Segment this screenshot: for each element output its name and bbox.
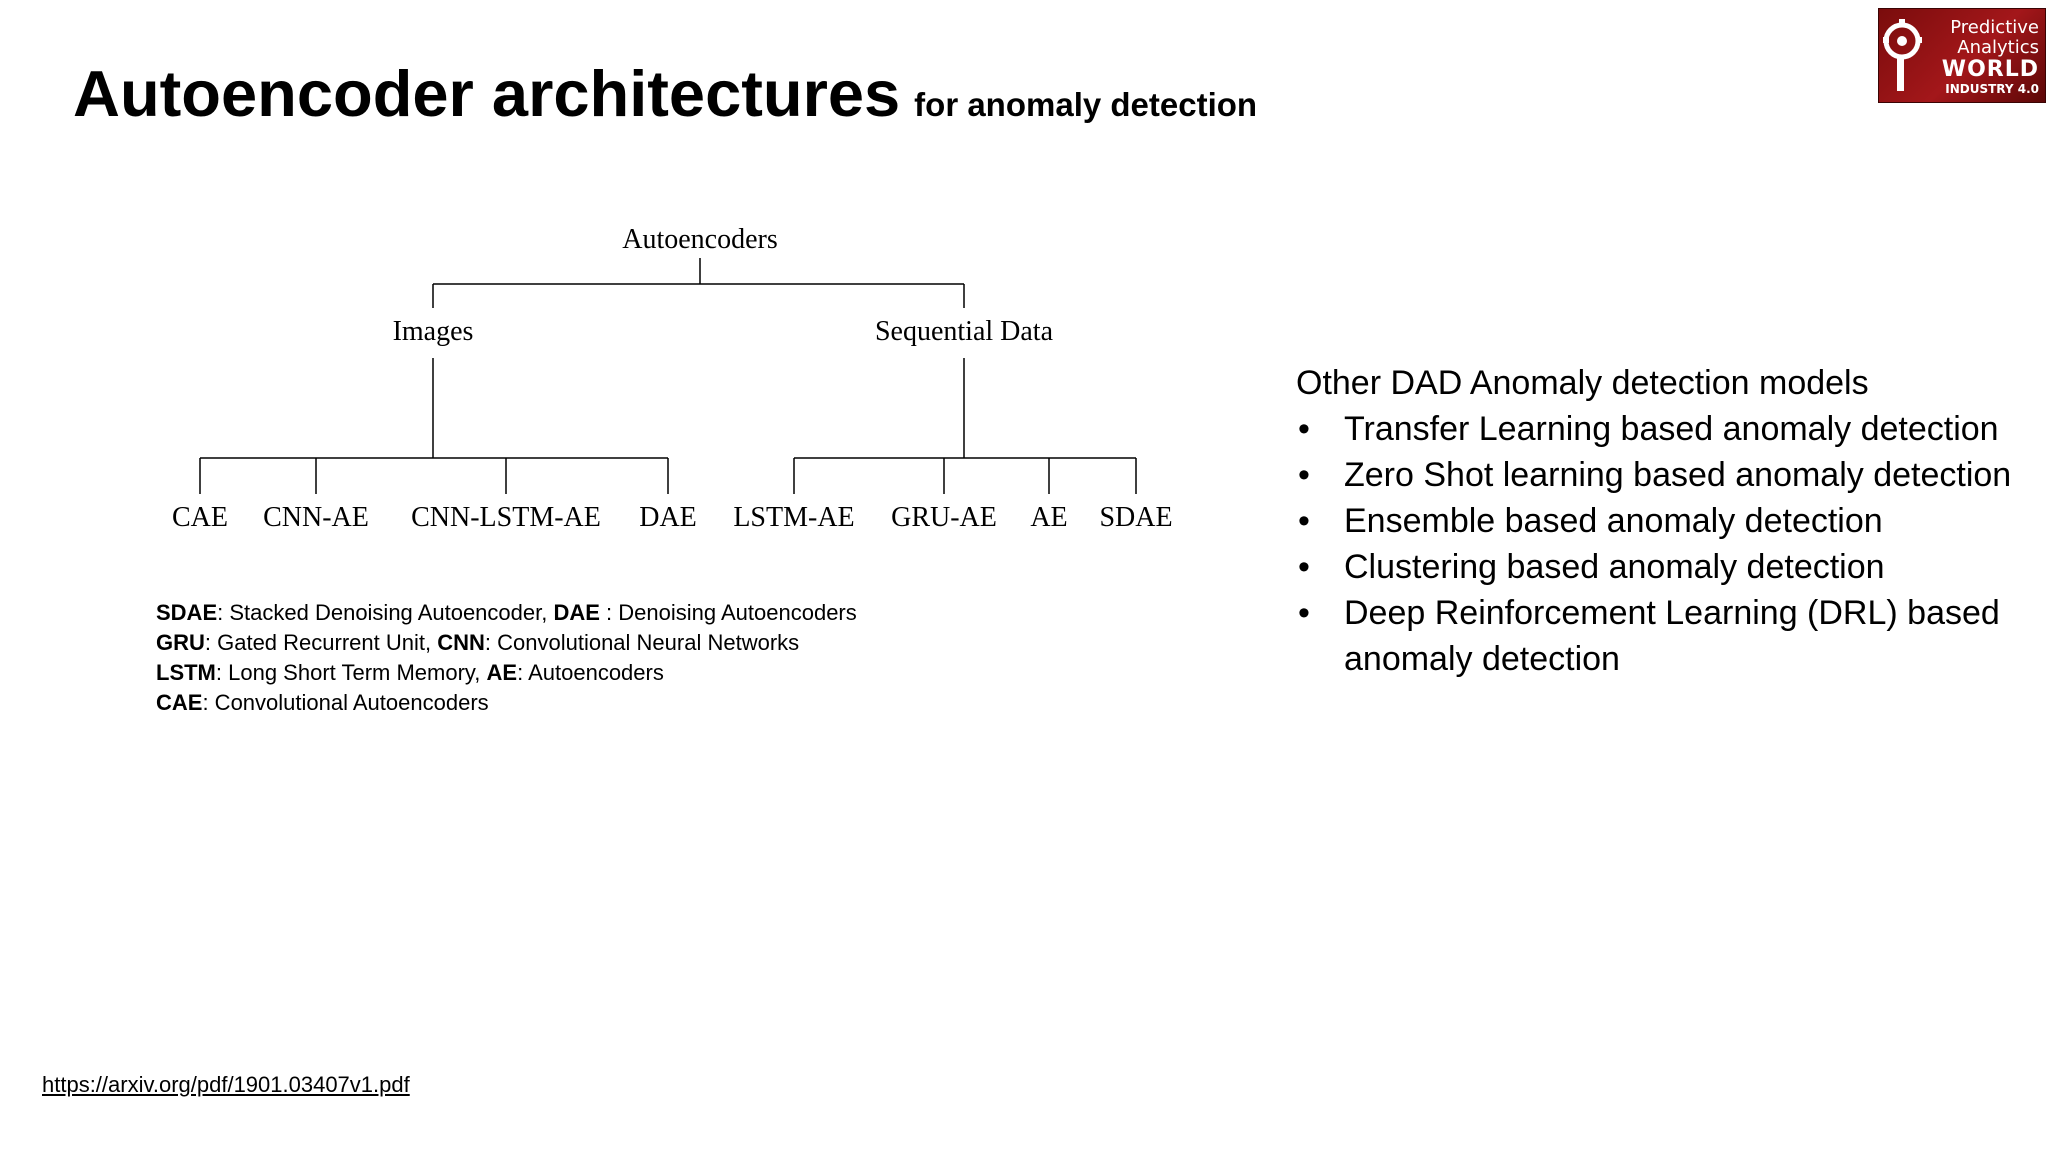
- title-subtitle: for anomaly detection: [914, 86, 1258, 123]
- legend-text: : Long Short Term Memory,: [215, 660, 487, 685]
- bullet-icon: •: [1298, 502, 1310, 540]
- node-sequential-data: Sequential Data: [875, 316, 1054, 347]
- legend-abbr: GRU: [156, 630, 205, 655]
- other-models-list: • Transfer Learning based anomaly detecti…: [1296, 406, 2016, 682]
- bullet-icon: •: [1298, 594, 1310, 632]
- other-models-panel: Other DAD Anomaly detection models • Tran…: [1296, 360, 2016, 682]
- logo-line-3: WORLD: [1941, 57, 2039, 82]
- legend-line: SDAE: Stacked Denoising Autoencoder, DAE…: [156, 598, 857, 628]
- bullet-icon: •: [1298, 456, 1310, 494]
- node-images: Images: [393, 316, 474, 347]
- legend-abbr: DAE: [553, 600, 600, 625]
- node-lstm-ae: LSTM-AE: [733, 502, 854, 533]
- legend-abbr: AE: [486, 660, 518, 685]
- gear-p-icon: [1883, 19, 1922, 91]
- list-item: • Clustering based anomaly detection: [1296, 544, 2016, 590]
- node-gru-ae: GRU-AE: [891, 502, 997, 533]
- node-dae: DAE: [639, 502, 697, 533]
- legend-text: : Autoencoders: [517, 660, 664, 685]
- legend-line: LSTM: Long Short Term Memory, AE: Autoen…: [156, 658, 857, 688]
- legend-text: : Gated Recurrent Unit,: [204, 630, 438, 655]
- autoencoder-taxonomy-diagram: Autoencoders Images Sequential Data CAE …: [172, 224, 1173, 533]
- legend-abbr: CNN: [437, 630, 485, 655]
- legend-text: : Stacked Denoising Autoencoder,: [217, 600, 554, 625]
- legend-line: CAE: Convolutional Autoencoders: [156, 688, 857, 718]
- legend-abbr: SDAE: [156, 600, 218, 625]
- list-item-text: Deep Reinforcement Learning (DRL) based …: [1344, 594, 2000, 678]
- node-cnn-ae: CNN-AE: [263, 502, 369, 533]
- other-models-heading: Other DAD Anomaly detection models: [1296, 364, 1869, 402]
- list-item-text: Zero Shot learning based anomaly detecti…: [1344, 456, 2012, 494]
- list-item-text: Clustering based anomaly detection: [1344, 548, 1885, 586]
- list-item-text: Ensemble based anomaly detection: [1344, 502, 1883, 540]
- legend-text: : Denoising Autoencoders: [599, 600, 857, 625]
- legend-abbr: CAE: [156, 690, 203, 715]
- list-item: • Transfer Learning based anomaly detecti…: [1296, 406, 2016, 452]
- logo-line-2: Analytics: [1957, 37, 2039, 58]
- source-link[interactable]: https://arxiv.org/pdf/1901.03407v1.pdf: [42, 1072, 410, 1097]
- list-item: • Ensemble based anomaly detection: [1296, 498, 2016, 544]
- list-item-text: Transfer Learning based anomaly detectio…: [1344, 410, 1999, 448]
- bullet-icon: •: [1298, 410, 1310, 448]
- logo-line-1: Predictive: [1950, 17, 2039, 38]
- legend-abbr: LSTM: [156, 660, 216, 685]
- legend-line: GRU: Gated Recurrent Unit, CNN: Convolut…: [156, 628, 857, 658]
- legend-text: : Convolutional Autoencoders: [202, 690, 489, 715]
- legend-text: : Convolutional Neural Networks: [484, 630, 800, 655]
- slide-title: Autoencoder architectures for anomaly det…: [73, 56, 1257, 131]
- bullet-icon: •: [1298, 548, 1310, 586]
- list-item: • Zero Shot learning based anomaly detect…: [1296, 452, 2016, 498]
- abbreviation-legend: SDAE: Stacked Denoising Autoencoder, DAE…: [156, 598, 857, 718]
- node-sdae: SDAE: [1099, 502, 1172, 533]
- node-cae: CAE: [172, 502, 228, 533]
- title-main: Autoencoder architectures: [73, 57, 901, 130]
- list-item: • Deep Reinforcement Learning (DRL) based…: [1296, 590, 2016, 682]
- logo-line-4: INDUSTRY 4.0: [1945, 82, 2039, 96]
- node-root: Autoencoders: [622, 224, 778, 255]
- predictive-analytics-world-logo: Predictive Analytics WORLD INDUSTRY 4.0: [1878, 8, 2046, 103]
- node-cnn-lstm-ae: CNN-LSTM-AE: [411, 502, 601, 533]
- node-ae: AE: [1030, 502, 1067, 533]
